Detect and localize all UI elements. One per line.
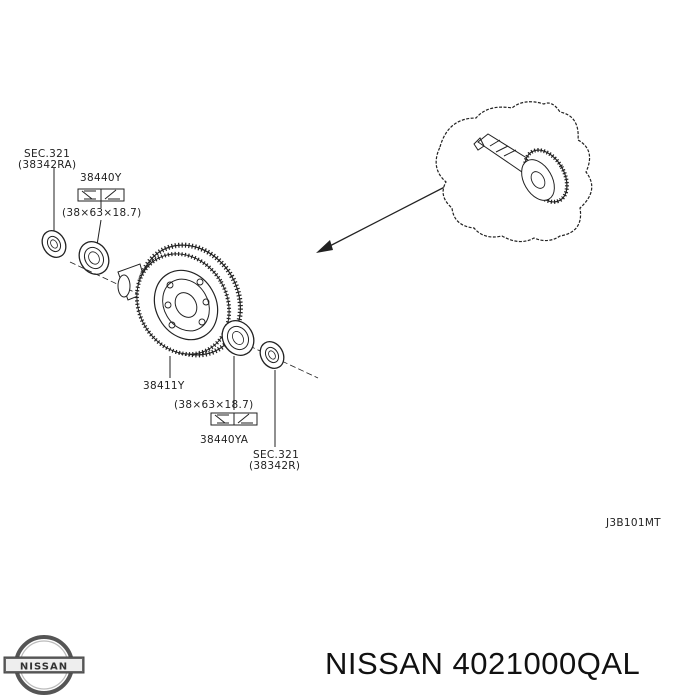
fastener-symbol-bottom [210, 412, 258, 426]
fastener-symbol-top [77, 188, 125, 202]
differential-gear-38411Y [69, 242, 319, 379]
oil-seal-38342RA [41, 230, 67, 258]
label-bearing-top: 38440Y [80, 172, 122, 184]
parts-diagram: SEC.321 (38342RA) 38440Y (38×63×18.7) [18, 101, 661, 529]
label-sec-bottom-ref: (38342R) [249, 460, 300, 472]
label-sec-top-ref: (38342RA) [18, 159, 76, 171]
label-size-top: (38×63×18.7) [62, 207, 142, 219]
label-gear: 38411Y [143, 380, 185, 392]
label-sec-bottom: SEC.321 [253, 449, 299, 461]
part-number-title: NISSAN 4021000QAL [325, 646, 641, 681]
oil-seal-38342R [259, 341, 285, 369]
inset-housing-view [435, 101, 593, 243]
location-arrow [316, 174, 469, 253]
logo-text: NISSAN [20, 662, 68, 673]
nissan-logo: NISSAN [3, 635, 85, 695]
diagram-code: J3B101MT [605, 517, 661, 529]
bearing-38440YA [221, 320, 255, 356]
label-bearing-bottom: 38440YA [200, 434, 249, 446]
bearing-38440Y [78, 241, 110, 275]
label-size-bottom: (38×63×18.7) [174, 399, 254, 411]
label-sec-top: SEC.321 [24, 148, 70, 160]
